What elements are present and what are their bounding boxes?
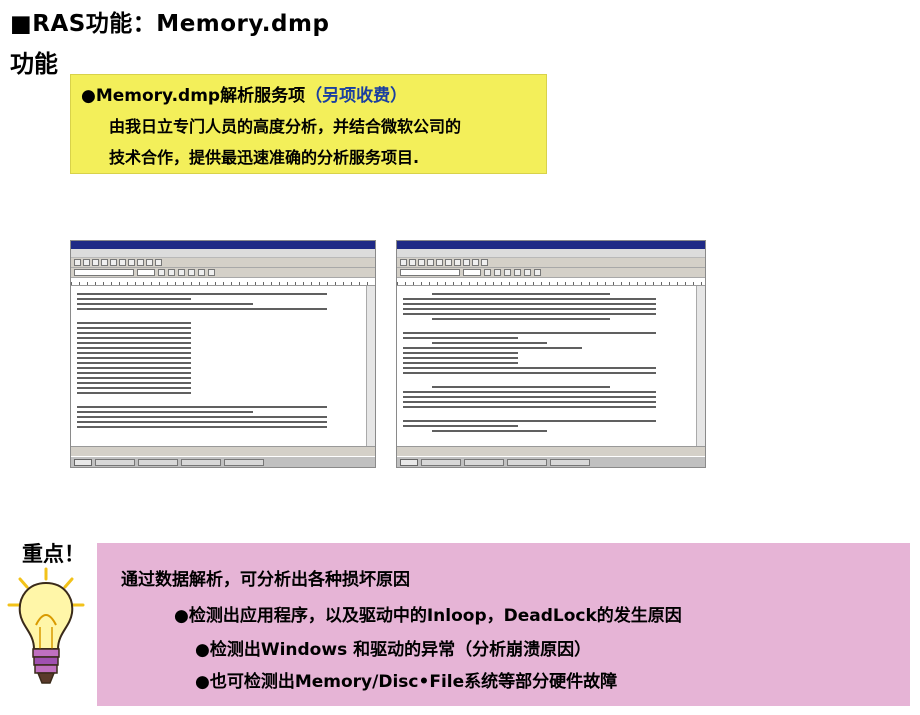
window-statusbar <box>397 446 705 456</box>
window-ruler <box>71 278 375 286</box>
window-taskbar <box>397 456 705 467</box>
key-point-item: ●检测出Windows 和驱动的异常（分析崩溃原因） <box>195 640 592 660</box>
service-title: ●Memory.dmp解析服务项（另项收费） <box>81 81 546 106</box>
window-menubar <box>397 249 705 258</box>
page-title: ■RAS功能：Memory.dmp <box>10 11 330 37</box>
key-point-item: ●检测出应用程序，以及驱动中的Inloop，DeadLock的发生原因 <box>174 606 682 626</box>
window-ruler <box>397 278 705 286</box>
window-toolbar <box>397 258 705 268</box>
section-subtitle: 功能 <box>10 50 58 78</box>
dump-text-area <box>397 286 697 447</box>
lightbulb-icon <box>7 567 85 684</box>
service-info-box: ●Memory.dmp解析服务项（另项收费） 由我日立专门人员的高度分析，并结合… <box>70 74 547 174</box>
service-desc-line-2: 技术合作，提供最迅速准确的分析服务项目. <box>109 148 420 167</box>
dump-text-area <box>71 286 367 447</box>
window-titlebar <box>397 241 705 249</box>
key-points-label: 重点！ <box>22 542 85 566</box>
dump-analysis-screenshot-2 <box>396 240 706 468</box>
service-desc-line-1: 由我日立专门人员的高度分析，并结合微软公司的 <box>109 117 462 136</box>
window-scrollbar <box>696 286 705 447</box>
window-titlebar <box>71 241 375 249</box>
extra-charge-note: （另项收费） <box>305 86 408 106</box>
key-points-lead: 通过数据解析，可分析出各种损坏原因 <box>121 570 410 590</box>
window-scrollbar <box>366 286 375 447</box>
key-point-item: ●也可检测出Memory/Disc•File系统等部分硬件故障 <box>195 672 618 692</box>
window-taskbar <box>71 456 375 467</box>
key-points-box: 通过数据解析，可分析出各种损坏原因 ●检测出应用程序，以及驱动中的Inloop，… <box>97 543 910 706</box>
service-title-text: ●Memory.dmp解析服务项 <box>81 86 306 106</box>
window-statusbar <box>71 446 375 456</box>
window-formatbar <box>397 268 705 278</box>
window-toolbar <box>71 258 375 268</box>
dump-analysis-screenshot-1 <box>70 240 376 468</box>
window-menubar <box>71 249 375 258</box>
window-formatbar <box>71 268 375 278</box>
